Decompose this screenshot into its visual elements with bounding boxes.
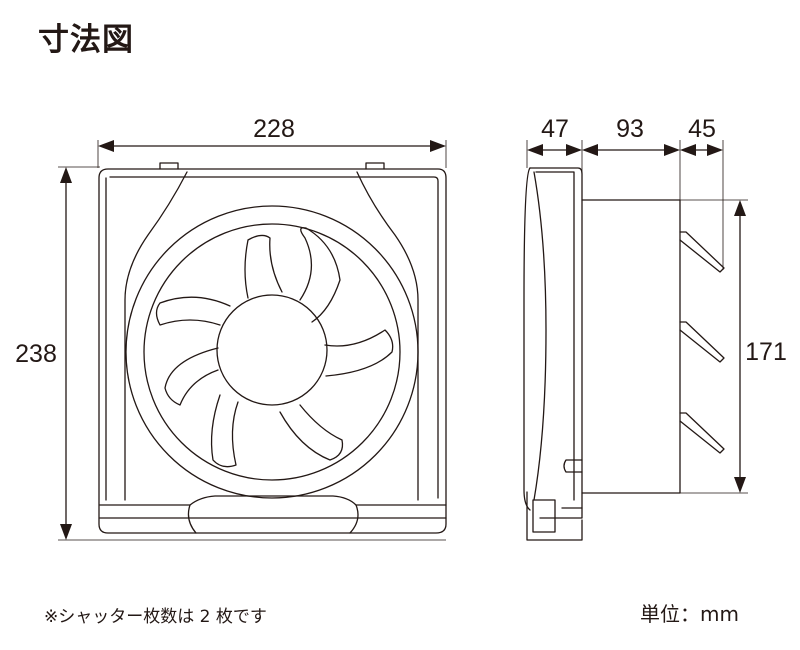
side-view: 47 93 45 171 [523, 115, 787, 541]
shutter-louver-1 [679, 231, 725, 273]
depth-middle-arrow-left [582, 144, 598, 156]
height-arrow-bottom [60, 524, 72, 540]
side-front-curve [523, 167, 531, 511]
bottom-bar-top [99, 495, 447, 506]
fan-blade-7 [155, 296, 231, 326]
depth-front-arrow-left [527, 144, 543, 156]
top-tab-right [365, 162, 385, 170]
depth-middle-arrow-right [664, 144, 680, 156]
fan-blade-2 [299, 227, 341, 323]
housing-right-shoulder [356, 171, 419, 501]
fan-blade-1 [244, 234, 283, 299]
depth-shutter-label: 45 [688, 115, 716, 143]
side-bottom-clip [526, 491, 583, 541]
shutter-louver-3 [679, 412, 725, 454]
fan-blade-6 [164, 347, 219, 406]
height-arrow-top [60, 167, 72, 183]
side-bottom-clip-inner [532, 499, 556, 533]
top-tab-left [159, 162, 179, 170]
depth-front-arrow-right [566, 144, 582, 156]
fan-blades [155, 227, 394, 468]
side-body [581, 199, 681, 494]
width-label: 228 [253, 115, 295, 143]
side-notch [563, 459, 583, 473]
bottom-bar-left-curve [187, 504, 197, 534]
page-title: 寸法図 [38, 22, 134, 58]
bottom-bar-right-curve [349, 504, 359, 534]
housing-left-shoulder [124, 171, 188, 501]
height-label: 238 [15, 340, 57, 368]
depth-shutter-arrow-left [680, 144, 696, 156]
side-front-panel [529, 167, 583, 519]
shutter-height-arrow-bottom [734, 477, 746, 493]
side-front-bulge [533, 171, 547, 501]
fan-hub [216, 294, 328, 406]
shutter-louver-2 [679, 321, 725, 363]
front-view: 228 238 [15, 115, 447, 541]
shutter-height-label: 171 [745, 338, 787, 366]
fan-blade-5 [210, 394, 239, 468]
width-arrow-left [98, 140, 114, 152]
depth-shutter-arrow-right [707, 144, 723, 156]
unit-label: 単位：mm [640, 602, 739, 626]
fan-inner-ring [143, 223, 401, 481]
fan-outer-ring [125, 205, 419, 499]
fan-blade-4 [279, 404, 344, 461]
shutter-note: ※シャッター枚数は 2 枚です [44, 607, 267, 627]
side-front-inner [535, 171, 575, 501]
width-arrow-right [430, 140, 446, 152]
shutter-louvers [679, 231, 725, 454]
shutter-height-arrow-top [734, 200, 746, 216]
fan-blade-3 [324, 329, 394, 377]
front-frame-inner [109, 176, 439, 499]
depth-front-label: 47 [541, 115, 569, 143]
front-frame-outer [98, 168, 447, 534]
depth-middle-label: 93 [616, 115, 644, 143]
